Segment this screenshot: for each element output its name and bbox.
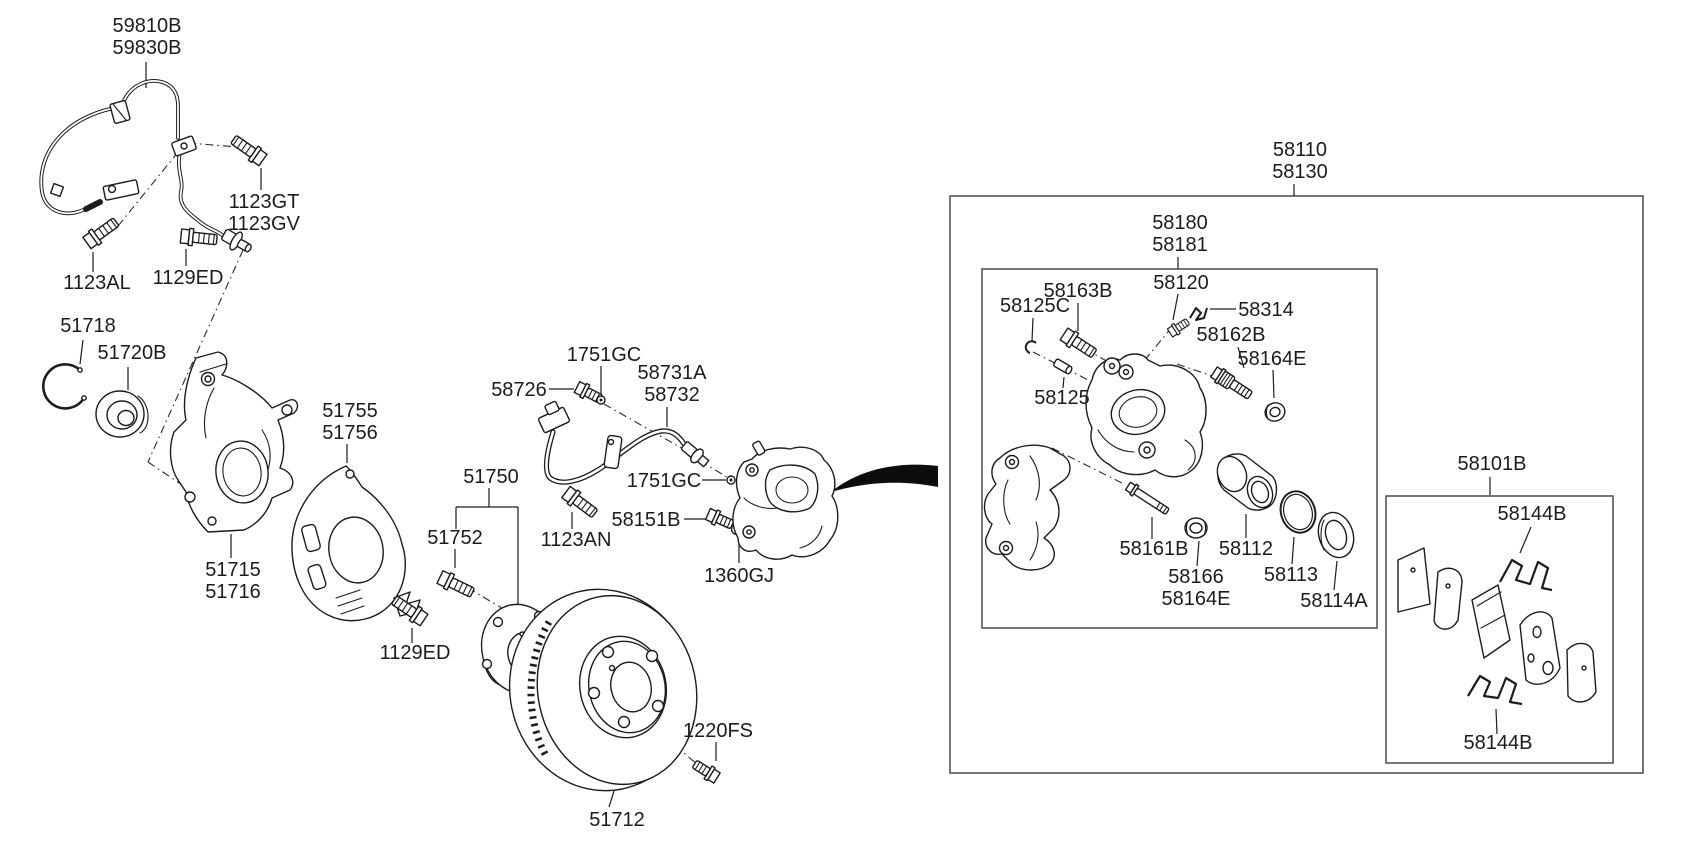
part-label-1751gc-b: 1751GC bbox=[627, 470, 702, 492]
snap-ring-51718-drawing bbox=[42, 363, 87, 410]
part-label-51756: 51756 bbox=[322, 422, 378, 444]
bleeder-58120-drawing bbox=[1166, 315, 1192, 339]
part-label-1751gc-a: 1751GC bbox=[567, 344, 642, 366]
part-label-1220fs: 1220FS bbox=[683, 720, 753, 742]
part-label-58130: 58130 bbox=[1272, 161, 1328, 183]
pin-58125-drawing bbox=[1053, 358, 1073, 375]
ring-58164e-a-drawing bbox=[1264, 402, 1286, 422]
part-label-58726: 58726 bbox=[491, 379, 547, 401]
part-label-58144b-b: 58144B bbox=[1464, 732, 1533, 754]
part-label-51712: 51712 bbox=[589, 809, 645, 831]
bolt-1123an-drawing bbox=[560, 484, 601, 522]
piston-58112-drawing bbox=[1216, 453, 1278, 511]
part-label-58166: 58166 bbox=[1168, 566, 1224, 588]
part-label-59810b: 59810B bbox=[113, 15, 182, 37]
part-label-1123gt: 1123GT bbox=[229, 191, 300, 213]
wheel-bearing-51720b-drawing bbox=[95, 390, 149, 438]
part-label-51715: 51715 bbox=[205, 559, 261, 581]
clip-1751gc-b-drawing bbox=[726, 475, 736, 485]
detail-arrow-icon bbox=[831, 464, 938, 492]
part-label-58112: 58112 bbox=[1219, 538, 1273, 560]
part-label-51718: 51718 bbox=[60, 315, 116, 337]
caliper-sub-assembly-box bbox=[981, 268, 1378, 629]
caliper-body-drawing bbox=[1085, 353, 1207, 478]
part-label-51752: 51752 bbox=[427, 527, 483, 549]
clip-1751gc-a-drawing bbox=[596, 395, 606, 405]
part-label-58314: 58314 bbox=[1238, 299, 1294, 321]
part-label-58161b: 58161B bbox=[1120, 538, 1189, 560]
part-label-1123gv: 1123GV bbox=[228, 213, 301, 235]
part-label-1129ed-sensor: 1129ED bbox=[153, 267, 224, 289]
guide-bolt-58162b-drawing bbox=[1210, 366, 1253, 400]
part-label-58101b: 58101B bbox=[1458, 453, 1527, 475]
part-label-58110: 58110 bbox=[1273, 139, 1327, 161]
part-label-58163b: 58163B bbox=[1044, 280, 1113, 302]
part-label-58120: 58120 bbox=[1153, 272, 1209, 294]
part-label-58162b: 58162B bbox=[1197, 324, 1266, 346]
seal-58113-drawing bbox=[1279, 490, 1317, 534]
boot-58114a-drawing bbox=[1317, 511, 1355, 559]
part-label-58732: 58732 bbox=[644, 384, 700, 406]
part-label-1360gj: 1360GJ bbox=[704, 565, 774, 587]
guide-rod-58161b-drawing bbox=[1124, 481, 1170, 515]
bolt-1129ed-shield-drawing bbox=[388, 592, 430, 628]
part-label-51755: 51755 bbox=[322, 400, 378, 422]
part-label-58731a: 58731A bbox=[638, 362, 708, 384]
part-label-58144b-a: 58144B bbox=[1498, 503, 1567, 525]
part-label-58125c: 58125C bbox=[1000, 295, 1070, 317]
bolt-1220fs-drawing bbox=[689, 756, 722, 786]
caliper-bracket-drawing bbox=[983, 444, 1071, 571]
part-label-58164e-b: 58164E bbox=[1162, 588, 1231, 610]
bolt-1123al-drawing bbox=[81, 214, 122, 251]
pad-spring-b-drawing bbox=[1467, 674, 1523, 706]
part-label-51720b: 51720B bbox=[98, 342, 167, 364]
part-label-59830b: 59830B bbox=[113, 37, 182, 59]
caliper-assembly-box bbox=[949, 195, 1644, 774]
pad-kit-box bbox=[1385, 495, 1614, 764]
part-label-58164e-a: 58164E bbox=[1238, 348, 1307, 370]
brake-hose-drawing bbox=[537, 400, 710, 485]
brake-disc-51712-drawing bbox=[508, 588, 698, 792]
part-label-58113: 58113 bbox=[1264, 564, 1318, 586]
part-label-58180: 58180 bbox=[1152, 212, 1208, 234]
nut-58166-drawing bbox=[1184, 517, 1208, 539]
pad-spring-a-drawing bbox=[1499, 558, 1553, 592]
part-label-58181: 58181 bbox=[1152, 234, 1208, 256]
clip-58125c-drawing bbox=[1024, 340, 1037, 354]
part-label-58151b: 58151B bbox=[612, 509, 681, 531]
part-label-51750: 51750 bbox=[463, 466, 519, 488]
part-label-51716: 51716 bbox=[205, 581, 261, 603]
abs-speed-sensor-harness-drawing bbox=[39, 79, 252, 253]
bolt-1123gt-drawing bbox=[227, 131, 269, 168]
part-label-58125: 58125 bbox=[1034, 387, 1090, 409]
clip-58314-drawing bbox=[1189, 307, 1208, 321]
part-label-1123an: 1123AN bbox=[541, 529, 612, 551]
label-leader-lines bbox=[79, 62, 1532, 808]
part-label-1123al: 1123AL bbox=[63, 272, 130, 294]
brake-pad-kit-drawing bbox=[1397, 547, 1597, 706]
part-label-58114a: 58114A bbox=[1300, 590, 1368, 612]
hub-bolt-51752-drawing bbox=[435, 568, 477, 602]
bolt-58151b-drawing bbox=[704, 506, 736, 533]
brake-caliper-drawing bbox=[732, 440, 839, 560]
steering-knuckle-drawing bbox=[169, 351, 299, 533]
bolt-58163b-drawing bbox=[1058, 326, 1100, 362]
brake-dust-cover-drawing bbox=[291, 465, 421, 622]
part-label-1129ed-shield: 1129ED bbox=[380, 642, 451, 664]
